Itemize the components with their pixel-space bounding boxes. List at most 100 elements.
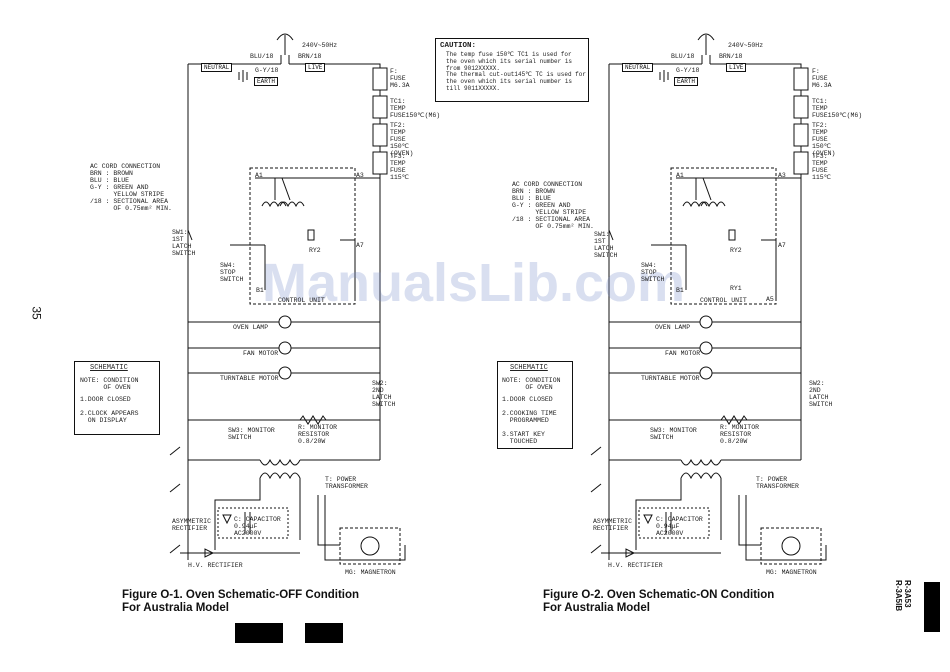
rectifier-block <box>638 507 710 539</box>
tc1-label-left: TC1: TEMP FUSE150℃(M6) <box>390 98 441 119</box>
live-label-right: LIVE <box>726 63 747 72</box>
wire <box>169 544 181 554</box>
sw3-label-left: SW3: MONITOR SWITCH <box>228 427 275 441</box>
hv-diode-icon <box>204 548 215 558</box>
wire <box>281 177 291 201</box>
sw4-label-right: SW4: STOP SWITCH <box>641 262 665 283</box>
blu18-label-left: BLU/18 <box>250 53 274 60</box>
magnetron-icon <box>781 536 801 556</box>
temp-fuse-tf3-icon <box>793 151 809 175</box>
b1-label-left: B1 <box>256 287 264 294</box>
gy18-label-right: G-Y/18 <box>676 67 700 74</box>
caution-body: The temp fuse 150℃ TC1 is used for the o… <box>446 51 586 92</box>
coil-icon <box>261 201 287 208</box>
black-bar-2 <box>305 623 343 643</box>
tc1-label-right: TC1: TEMP FUSE150℃(M6) <box>812 98 863 119</box>
relay-ry2-coil <box>728 229 736 241</box>
magnetron-label-right: MG: MAGNETRON <box>766 569 817 576</box>
rectifier-label-left: ASYMMETRIC RECTIFIER <box>172 518 212 532</box>
earth-label-left: EARTH <box>254 77 279 86</box>
transformer-primary-icon <box>680 458 722 466</box>
fan-motor-label-left: FAN MOTOR <box>243 350 279 357</box>
blu18-label-right: BLU/18 <box>671 53 695 60</box>
wire <box>590 544 602 554</box>
turntable-motor-ttm-icon <box>699 366 713 380</box>
schematic-title-right: SCHEMATIC <box>510 364 548 372</box>
fan-motor-fm-icon <box>699 341 713 355</box>
latch-switch-1 <box>187 229 193 241</box>
caution-title: CAUTION: <box>440 42 477 50</box>
resistor-icon <box>720 415 748 425</box>
ry1-label-right: RY1 <box>730 285 742 292</box>
fuse-icon <box>793 67 809 91</box>
turntable-motor-label-left: TURNTABLE MOTOR <box>220 375 279 382</box>
tf2-label-right: TF2: TEMP FUSE 150℃ (OVEN) <box>812 122 836 157</box>
oven-lamp-ol-icon <box>699 315 713 329</box>
capacitor-label-left: C: CAPACITOR 0.94μF AC2000V <box>234 516 281 537</box>
transformer-secondary-icon <box>259 472 301 480</box>
legend-title-right: AC CORD CONNECTION <box>512 181 583 188</box>
coil-icon <box>279 201 305 208</box>
fuse-icon <box>372 67 388 91</box>
rectifier-label-right: ASYMMETRIC RECTIFIER <box>593 518 633 532</box>
schematic-items-right: 1.DOOR CLOSED 2.COOKING TIME PROGRAMMED … <box>502 396 557 445</box>
temp-fuse-tc1-icon <box>372 95 388 119</box>
fan-motor-label-right: FAN MOTOR <box>665 350 701 357</box>
wire <box>317 495 340 546</box>
schematic-title-left: SCHEMATIC <box>90 364 128 372</box>
rectifier-diode-icon <box>643 514 653 525</box>
transformer-primary-icon <box>259 458 301 466</box>
temp-fuse-tf2-icon <box>793 123 809 147</box>
caption-right: Figure O-2. Oven Schematic-ON Condition … <box>543 589 775 614</box>
tf3-label-left: TF3: TEMP FUSE 115℃ <box>390 153 410 181</box>
fuse-label-left: F: FUSE M6.3A <box>390 68 410 89</box>
capacitor-label-right: C: CAPACITOR 0.94μF AC2000V <box>656 516 703 537</box>
model-code: R-3A53 R-3A5IB <box>894 580 912 612</box>
wire <box>702 177 712 201</box>
ry2-label-left: RY2 <box>309 247 321 254</box>
schematic-note-text-left: NOTE: CONDITION OF OVEN <box>80 377 139 391</box>
sw3-label-right: SW3: MONITOR SWITCH <box>650 427 697 441</box>
right-circuit-wiring <box>590 33 827 565</box>
wire <box>214 478 261 550</box>
control-unit-box <box>670 167 777 305</box>
turntable-motor-ttm-icon <box>278 366 292 380</box>
a3-label-right: A3 <box>778 172 786 179</box>
model-black-strip <box>924 582 940 632</box>
plug-icon <box>697 33 715 41</box>
black-bar-1 <box>235 623 283 643</box>
a7-label-right: A7 <box>778 242 786 249</box>
schematic-items-left: 1.DOOR CLOSED 2.CLOCK APPEARS ON DISPLAY <box>80 396 139 424</box>
sw2-label-right: SW2: 2ND LATCH SWITCH <box>809 380 833 408</box>
supply-label-right: 240V~50Hz <box>728 42 764 49</box>
wire <box>169 483 181 493</box>
earth-label-right: EARTH <box>674 77 699 86</box>
sw1-label-left: SW1: 1ST LATCH SWITCH <box>172 229 196 257</box>
plug-icon <box>276 33 294 41</box>
oven-lamp-label-right: OVEN LAMP <box>655 324 691 331</box>
transformer-secondary-icon <box>680 472 722 480</box>
page-number: 35 <box>29 306 44 320</box>
r-monitor-label-left: R: MONITOR RESISTOR 0.8/20W <box>298 424 338 445</box>
hv-rectifier-label-left: H.V. RECTIFIER <box>188 562 243 569</box>
coil-icon <box>682 201 708 208</box>
transformer-label-right: T: POWER TRANSFORMER <box>756 476 799 490</box>
temp-fuse-tc1-icon <box>793 95 809 119</box>
wire <box>324 495 406 561</box>
schematic-note-left: SCHEMATIC NOTE: CONDITION OF OVEN 1.DOOR… <box>74 361 160 435</box>
magnetron-box <box>760 527 822 565</box>
control-unit-label-right: CONTROL UNIT <box>700 297 747 304</box>
a5-label-right: A5 <box>766 296 774 303</box>
transformer-label-left: T: POWER TRANSFORMER <box>325 476 368 490</box>
fan-motor-fm-icon <box>278 341 292 355</box>
sw1-label-right: SW1: 1ST LATCH SWITCH <box>594 231 618 259</box>
oven-lamp-label-left: OVEN LAMP <box>233 324 269 331</box>
a7-label-left: A7 <box>356 242 364 249</box>
legend-lines-left: BRN : BROWN BLU : BLUE G-Y : GREEN AND Y… <box>90 170 172 212</box>
hv-diode-icon <box>625 548 636 558</box>
wire <box>761 239 777 300</box>
b1-label-right: B1 <box>676 287 684 294</box>
watermark: ManualsLib.com <box>262 253 686 313</box>
sw4-label-left: SW4: STOP SWITCH <box>220 262 244 283</box>
rectifier-diode-icon <box>222 514 232 525</box>
